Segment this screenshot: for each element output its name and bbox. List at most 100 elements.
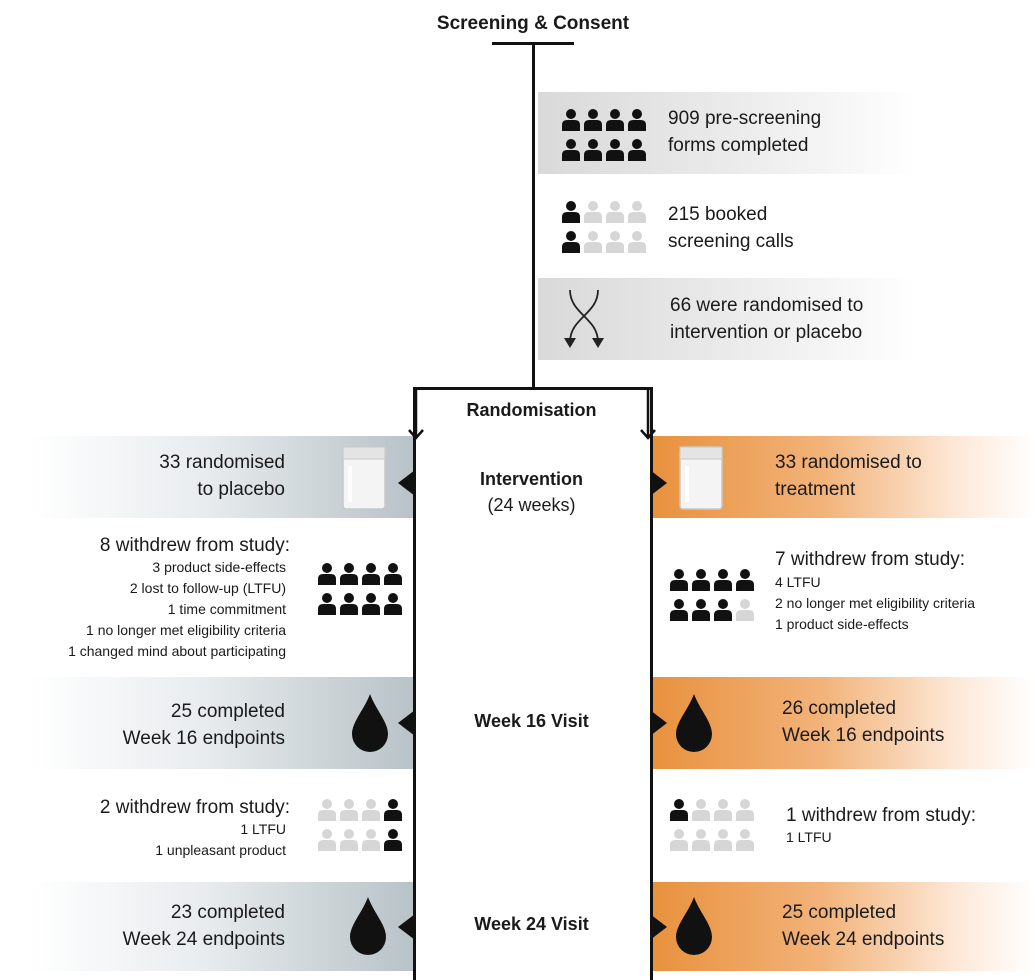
- person-icon: [360, 828, 382, 852]
- prescreen-people: [560, 108, 648, 162]
- week24-visit-label: Week 24 Visit: [474, 914, 589, 934]
- person-icon: [690, 598, 712, 622]
- person-icon: [668, 568, 690, 592]
- person-icon: [626, 138, 648, 162]
- placebo-withdrew2-people: [316, 798, 404, 852]
- person-icon: [382, 828, 404, 852]
- person-icon: [604, 108, 626, 132]
- week16-visit-label: Week 16 Visit: [474, 711, 589, 731]
- placebo-withdrew2-title: 2 withdrew from study:: [99, 797, 290, 818]
- person-icon: [690, 828, 712, 852]
- treatment-week24-band: [650, 882, 1035, 971]
- treatment-withdrew1-title: 7 withdrew from study:: [775, 549, 966, 570]
- person-icon: [382, 798, 404, 822]
- person-icon: [316, 828, 338, 852]
- placebo-blood-drop-icon: [350, 692, 390, 752]
- treatment-sachet-icon: [677, 444, 725, 512]
- person-icon: [316, 798, 338, 822]
- person-icon: [690, 798, 712, 822]
- person-icon: [668, 828, 690, 852]
- person-icon: [338, 798, 360, 822]
- placebo-pointer-1: [398, 470, 415, 496]
- left-down-arrow: [406, 388, 426, 440]
- placebo-withdrew1-list: 3 product side-effects 2 lost to follow-u…: [10, 557, 286, 662]
- person-icon: [604, 200, 626, 224]
- person-icon: [316, 562, 338, 586]
- person-icon: [734, 598, 756, 622]
- treatment-randomised-text: 33 randomised to treatment: [775, 452, 922, 500]
- treatment-week24-blood-drop-icon: [674, 895, 714, 955]
- person-icon: [338, 562, 360, 586]
- intervention-duration: (24 weeks): [487, 495, 576, 515]
- placebo-week16-band: [30, 677, 415, 769]
- randomised-text: 66 were randomised to intervention or pl…: [670, 295, 864, 343]
- treatment-pointer-2: [650, 710, 667, 736]
- person-icon: [560, 138, 582, 162]
- placebo-week24-band: [30, 882, 415, 971]
- person-icon: [712, 598, 734, 622]
- placebo-pointer-2: [398, 710, 415, 736]
- randomisation-label: Randomisation: [466, 400, 597, 420]
- right-down-arrow: [638, 388, 658, 440]
- person-icon: [734, 568, 756, 592]
- person-icon: [668, 598, 690, 622]
- withdrawal-reason: 1 LTFU: [786, 829, 832, 845]
- placebo-pointer-3: [398, 914, 415, 940]
- withdrawal-reason: 4 LTFU: [775, 574, 821, 590]
- person-icon: [560, 230, 582, 254]
- treatment-week16-band: [650, 677, 1035, 769]
- person-icon: [712, 798, 734, 822]
- treatment-week16-text: 26 completed Week 16 endpoints: [782, 698, 945, 746]
- person-icon: [382, 592, 404, 616]
- person-icon: [626, 230, 648, 254]
- person-icon: [316, 592, 338, 616]
- person-icon: [582, 230, 604, 254]
- treatment-blood-drop-icon: [674, 692, 714, 752]
- person-icon: [360, 562, 382, 586]
- withdrawal-reason: 2 lost to follow-up (LTFU): [129, 580, 286, 596]
- withdrawal-reason: 1 LTFU: [240, 821, 286, 837]
- person-icon: [712, 568, 734, 592]
- withdrawal-reason: 1 no longer met eligibility criteria: [86, 622, 286, 638]
- diagram-title: Screening & Consent: [436, 13, 630, 34]
- person-icon: [734, 798, 756, 822]
- placebo-withdrew1-people: [316, 562, 404, 616]
- person-icon: [626, 108, 648, 132]
- booked-band: [538, 178, 915, 274]
- person-icon: [582, 108, 604, 132]
- person-icon: [604, 138, 626, 162]
- randomised-band: [538, 278, 915, 360]
- treatment-withdrew2-list: 1 LTFU: [786, 827, 832, 848]
- person-icon: [360, 798, 382, 822]
- withdrawal-reason: 1 unpleasant product: [155, 842, 286, 858]
- person-icon: [360, 592, 382, 616]
- person-icon: [668, 798, 690, 822]
- booked-people: [560, 200, 648, 254]
- person-icon: [338, 592, 360, 616]
- treatment-week24-text: 25 completed Week 24 endpoints: [782, 902, 945, 950]
- treatment-pointer-3: [650, 914, 667, 940]
- person-icon: [338, 828, 360, 852]
- person-icon: [626, 200, 648, 224]
- withdrawal-reason: 1 product side-effects: [775, 616, 909, 632]
- person-icon: [690, 568, 712, 592]
- spine-line: [532, 42, 535, 389]
- treatment-withdrew2-people: [668, 798, 756, 852]
- treatment-withdrew2-title: 1 withdrew from study:: [786, 805, 977, 826]
- prescreen-text: 909 pre-screening forms completed: [668, 108, 822, 156]
- person-icon: [382, 562, 404, 586]
- placebo-randomised-text: 33 randomised to placebo: [159, 452, 285, 500]
- withdrawal-reason: 3 product side-effects: [152, 559, 286, 575]
- placebo-withdrew2-list: 1 LTFU 1 unpleasant product: [10, 819, 286, 861]
- person-icon: [560, 108, 582, 132]
- treatment-pointer-1: [650, 470, 667, 496]
- placebo-withdrew1-title: 8 withdrew from study:: [99, 535, 290, 556]
- placebo-sachet-icon: [340, 444, 388, 512]
- placebo-week24-text: 23 completed Week 24 endpoints: [122, 902, 285, 950]
- person-icon: [582, 200, 604, 224]
- placebo-week24-blood-drop-icon: [348, 895, 388, 955]
- booked-text: 215 booked screening calls: [668, 204, 794, 252]
- withdrawal-reason: 1 changed mind about participating: [68, 643, 286, 659]
- person-icon: [582, 138, 604, 162]
